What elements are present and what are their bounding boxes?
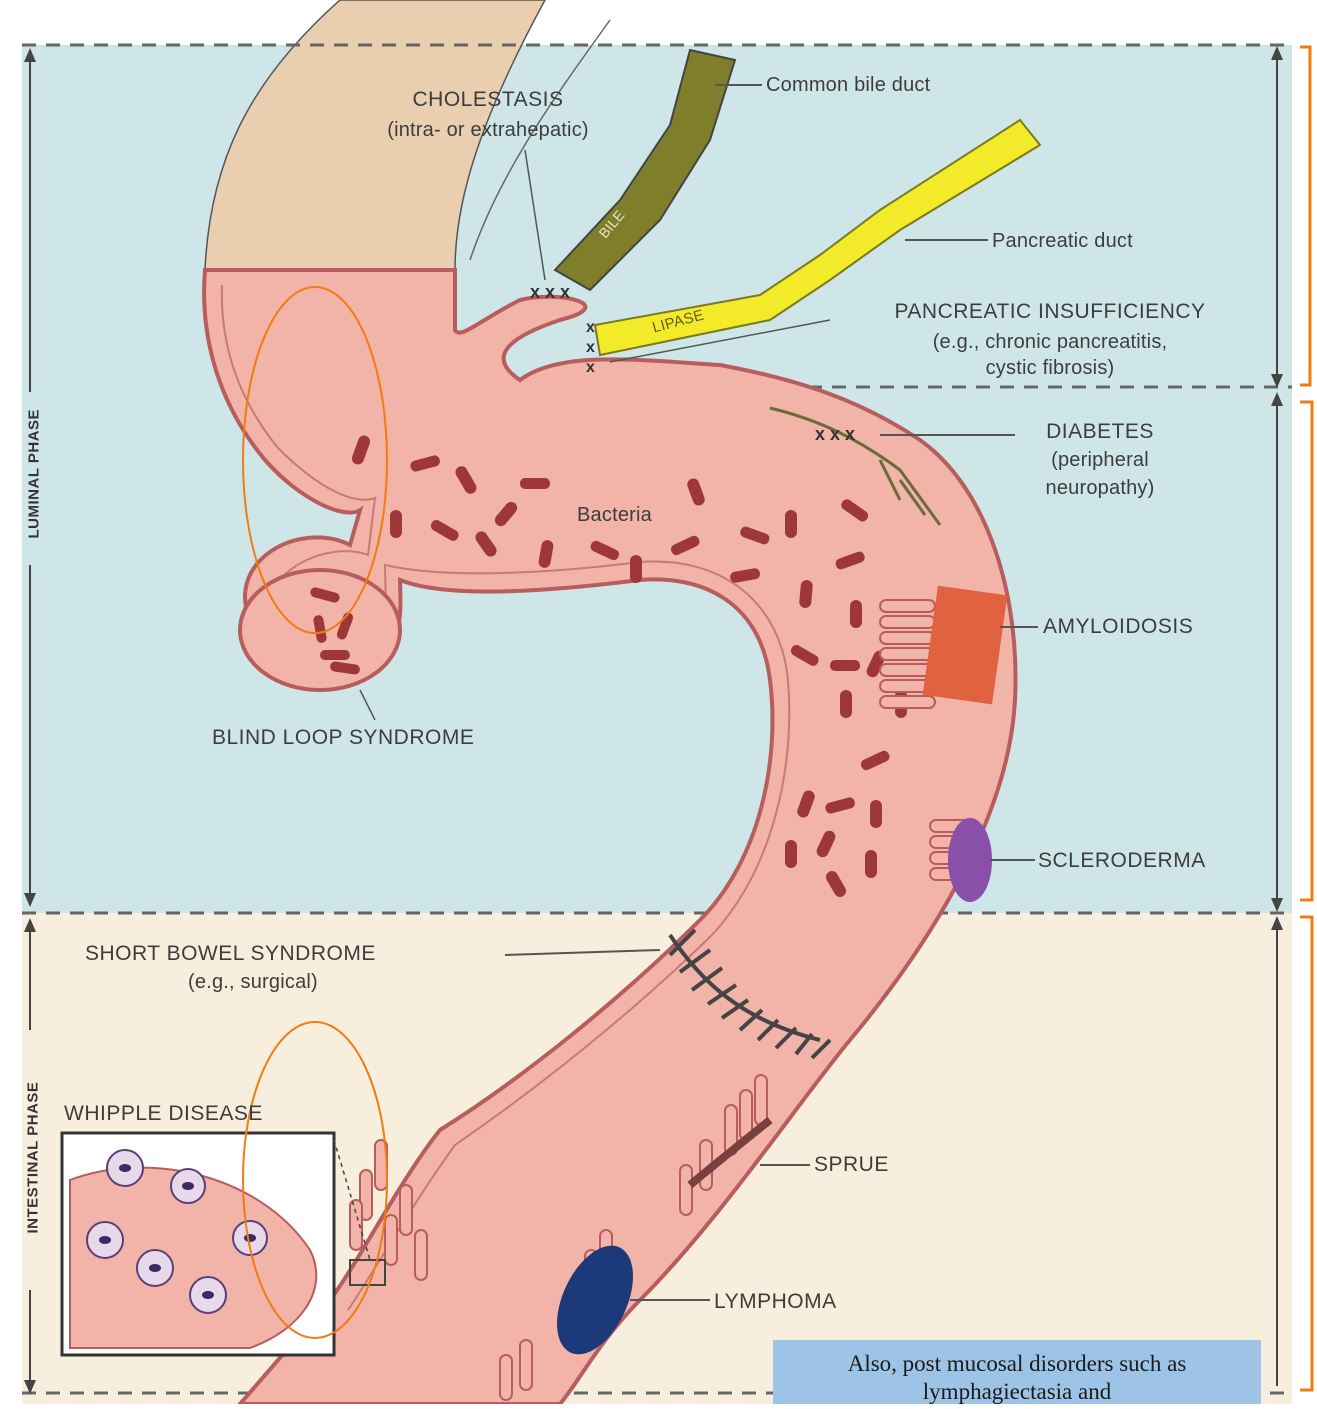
short-bowel-sub-label: (e.g., surgical): [188, 970, 318, 994]
diabetes-sub2: neuropathy): [1010, 476, 1190, 500]
block-marks-pancreas-2: x: [586, 339, 595, 356]
amyloidosis-label: AMYLOIDOSIS: [1043, 615, 1193, 639]
cholestasis-label: CHOLESTASIS: [358, 88, 618, 112]
block-marks-nerve: x x x: [815, 424, 855, 444]
scleroderma-deposit: [948, 818, 992, 902]
short-bowel-label: SHORT BOWEL SYNDROME: [85, 942, 376, 966]
lymphoma-label: LYMPHOMA: [714, 1290, 837, 1314]
pancreatic-insufficiency-sub2: cystic fibrosis): [830, 356, 1270, 380]
note-box: Also, post mucosal disorders such as lym…: [773, 1340, 1261, 1404]
intestinal-phase-label: INTESTINAL PHASE: [25, 1084, 42, 1234]
whipple-label: WHIPPLE DISEASE: [64, 1102, 263, 1126]
pancreatic-insufficiency-label: PANCREATIC INSUFFICIENCY: [830, 300, 1270, 324]
diabetes-label: DIABETES: [1010, 420, 1190, 444]
diabetes-sub1: (peripheral: [1010, 448, 1190, 472]
brace-pancreatic: [1300, 47, 1310, 385]
block-marks-pancreas-3: x: [586, 359, 595, 376]
common-bile-duct-label: Common bile duct: [766, 73, 930, 97]
luminal-phase-label: LUMINAL PHASE: [26, 419, 43, 539]
scleroderma-label: SCLERODERMA: [1038, 849, 1206, 873]
sprue-label: SPRUE: [814, 1153, 889, 1177]
block-marks-pancreas: x: [586, 319, 595, 336]
brace-bacterial: [1300, 402, 1312, 900]
note-text: Also, post mucosal disorders such as lym…: [773, 1340, 1261, 1404]
blind-loop-label: BLIND LOOP SYNDROME: [212, 726, 474, 750]
bacteria-label: Bacteria: [577, 503, 652, 527]
brace-intestinal: [1300, 917, 1312, 1390]
cholestasis-sub-label: (intra- or extrahepatic): [333, 118, 643, 142]
pancreatic-insufficiency-sub1: (e.g., chronic pancreatitis,: [830, 330, 1270, 354]
block-marks-bile: x x x: [530, 282, 570, 302]
pancreatic-duct-label: Pancreatic duct: [992, 229, 1133, 253]
